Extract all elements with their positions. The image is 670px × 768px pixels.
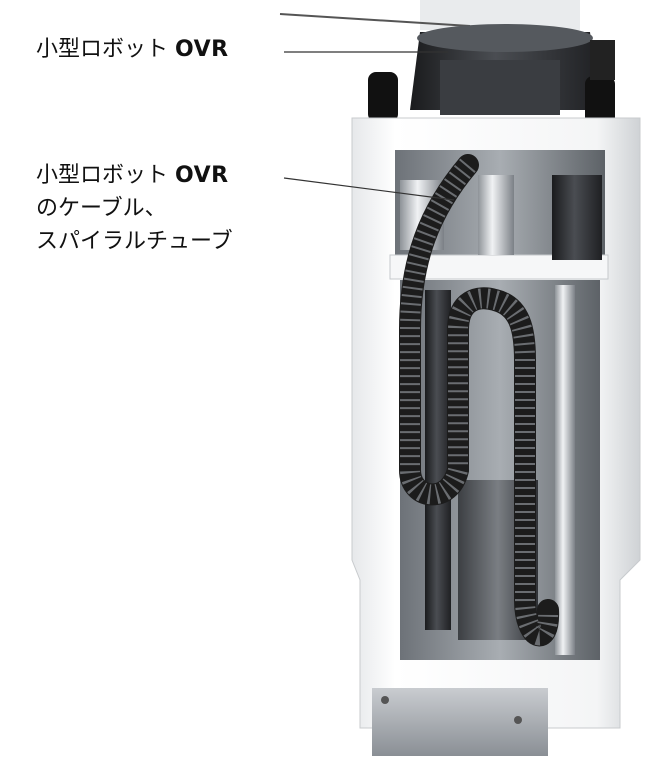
callout-cable-line-3: スパイラルチューブ <box>36 229 233 254</box>
callout-robot-text: 小型ロボット <box>36 37 175 62</box>
callout-cable-line-1: 小型ロボット OVR <box>36 159 233 192</box>
center-coupling <box>478 175 514 255</box>
robot-head-unit <box>368 24 615 126</box>
callout-cable: 小型ロボット OVR のケーブル、 スパイラルチューブ <box>36 159 233 258</box>
callout-cable-line-1-text: 小型ロボット <box>36 163 175 188</box>
spiral-tube-ribs <box>400 158 559 646</box>
callout-cable-model: OVR <box>175 163 229 188</box>
guide-rod-right <box>555 285 575 655</box>
callout-robot: 小型ロボット OVR <box>36 33 229 66</box>
base-plate <box>372 688 548 756</box>
leader-line-2 <box>283 177 455 201</box>
guide-rod-left <box>425 290 451 630</box>
callout-cable-line-2: のケーブル、 <box>36 196 167 221</box>
callout-robot-model: OVR <box>175 37 229 62</box>
upper-arm-edge <box>279 13 471 27</box>
cylinder-right <box>552 175 602 260</box>
